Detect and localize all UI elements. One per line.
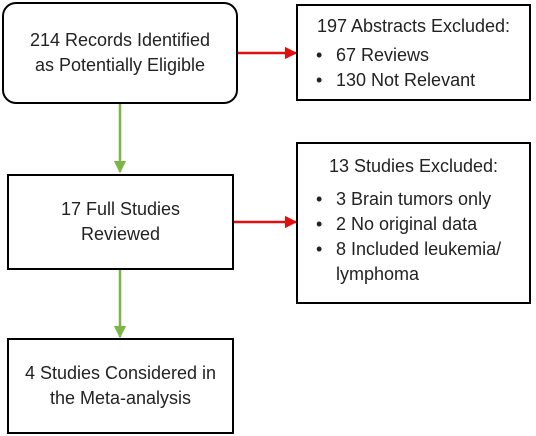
abstracts-excluded-item: 130 Not Relevant [298,68,529,93]
studies-excluded-item-text: 2 No original data [336,214,478,234]
full-studies-line-2: Reviewed [80,224,161,244]
studies-excluded-item: 2 No original data [298,212,529,237]
abstracts-excluded-item-text: 130 Not Relevant [336,70,476,90]
meta-analysis-line-2: the Meta-analysis [49,388,192,408]
meta-analysis-box: 4 Studies Considered in the Meta-analysi… [7,338,234,434]
studies-excluded-box: 13 Studies Excluded: 3 Brain tumors only… [296,142,531,304]
studies-excluded-title: 13 Studies Excluded: [328,156,499,176]
studies-excluded-item-text: 3 Brain tumors only [336,189,492,209]
abstracts-excluded-box: 197 Abstracts Excluded: 67 Reviews 130 N… [296,4,531,101]
abstracts-excluded-item-text: 67 Reviews [336,45,430,65]
studies-excluded-item: 8 Included leukemia/ lymphoma [298,237,529,287]
records-identified-box: 214 Records Identified as Potentially El… [2,2,238,104]
studies-excluded-item-text: 8 Included leukemia/ [336,239,502,259]
full-studies-line-1: 17 Full Studies [60,199,181,219]
studies-excluded-item-text-continued: lymphoma [336,264,420,284]
studies-excluded-item: 3 Brain tumors only [298,187,529,212]
studies-excluded-list: 3 Brain tumors only 2 No original data 8… [298,187,529,287]
abstracts-excluded-list: 67 Reviews 130 Not Relevant [298,43,529,93]
full-studies-box: 17 Full Studies Reviewed [7,174,234,270]
meta-analysis-line-1: 4 Studies Considered in [24,363,217,383]
records-identified-line-1: 214 Records Identified [29,30,211,50]
records-identified-line-2: as Potentially Eligible [34,55,206,75]
abstracts-excluded-title: 197 Abstracts Excluded: [316,16,511,36]
abstracts-excluded-item: 67 Reviews [298,43,529,68]
